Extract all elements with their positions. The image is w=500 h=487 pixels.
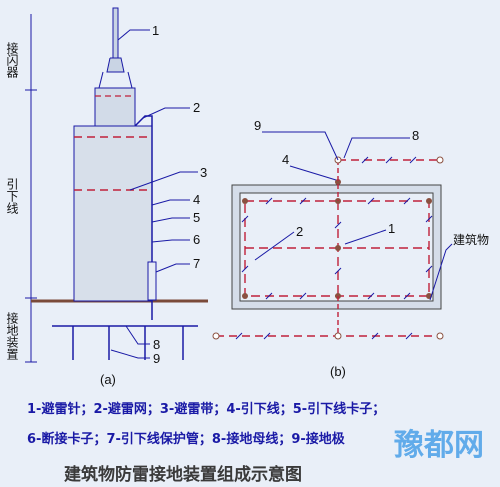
leader-9 [110,349,150,359]
label-building: 建筑物 [453,232,489,247]
grounding-electrode-b [436,332,444,340]
num-2: 2 [193,100,200,115]
num-8: 8 [153,337,160,352]
num-7: 7 [193,256,200,271]
leader-b2 [254,231,295,261]
roof-tower [94,87,136,127]
rod-base [106,57,125,73]
leader-b4 [289,165,337,181]
leader-building [429,243,453,301]
watermark: 豫都网 [394,428,484,463]
leader-2 [142,107,190,119]
net-nodes [242,179,432,299]
lightning-rod [112,7,119,59]
num-9: 9 [153,351,160,366]
leader-b9 [262,131,339,161]
label-lightning-arrester: 接闪器 [5,41,19,79]
leader-7 [155,263,190,273]
num-4: 4 [193,192,200,207]
grounding-electrode-b [212,332,220,340]
leader-5 [151,217,190,223]
legend-line-2: 6-断接卡子；7-引下线保护管；8-接地母线；9-接地极 [27,432,345,447]
leader-b8 [343,137,410,159]
num-b9: 9 [254,118,261,133]
num-1: 1 [152,23,159,38]
num-b1: 1 [388,221,395,236]
legend-line-1: 1-避雷针；2-避雷网；3-避雷带；4-引下线；5-引下线卡子； [27,402,386,417]
leader-8 [125,325,150,345]
leader-b1 [344,229,387,245]
grounding-electrode-b [436,156,444,164]
num-3: 3 [200,165,207,180]
leader-3 [129,171,198,191]
net-hatching [241,197,433,300]
building-body [73,125,153,302]
leader-4 [151,199,190,206]
num-6: 6 [193,232,200,247]
sublabel-a: (a) [100,372,116,387]
protection-tube [147,261,157,301]
num-5: 5 [193,210,200,225]
bus-hatching [235,332,413,340]
sublabel-b: (b) [330,364,346,379]
grounding-electrode-b [334,332,342,340]
label-down-conductor: 引下线 [5,178,19,214]
bus-hatching [361,156,417,164]
num-b4: 4 [282,152,289,167]
leader-1 [117,29,150,41]
num-b8: 8 [412,128,419,143]
num-b2: 2 [296,224,303,239]
leader-6 [151,239,190,243]
label-grounding-device: 接地装置 [5,311,19,360]
diagram-title: 建筑物防雷接地装置组成示意图 [64,465,302,485]
